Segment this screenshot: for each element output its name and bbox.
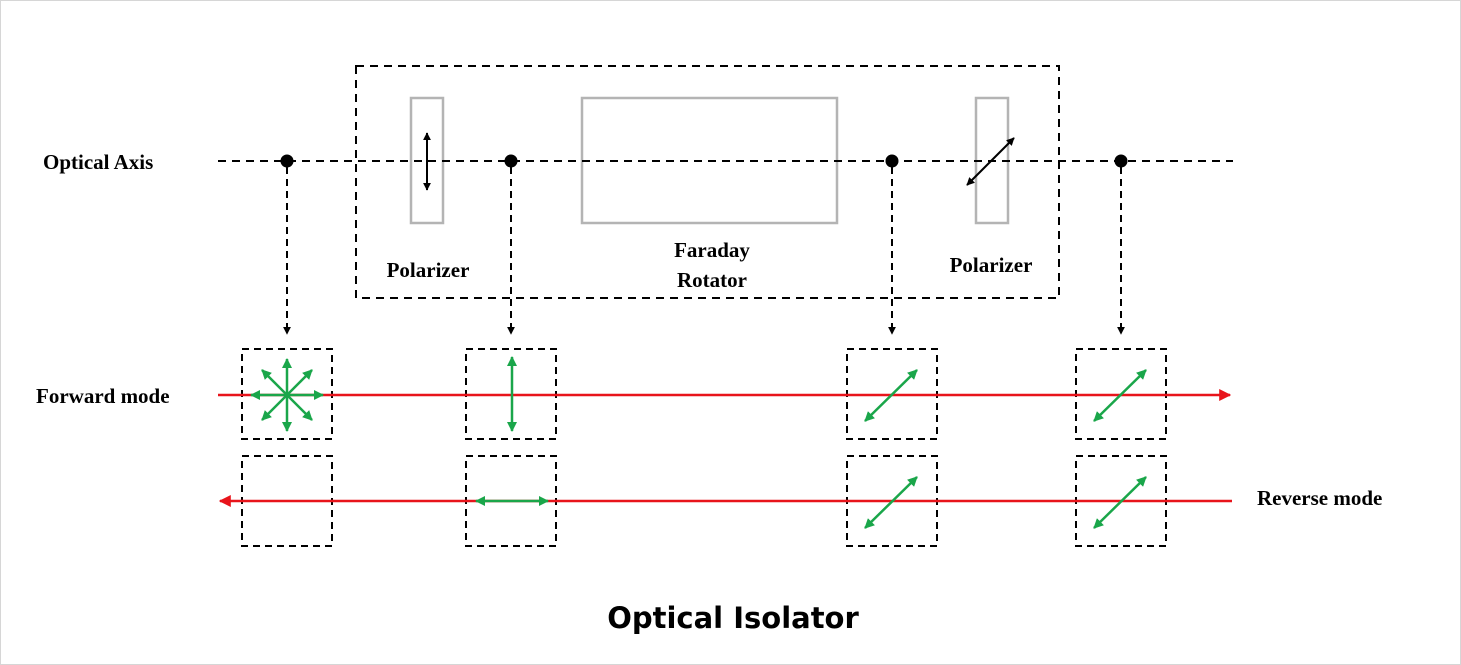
faraday-rotator-label-line2: Rotator — [677, 268, 747, 292]
diagonal-polarization-icon — [1093, 476, 1147, 529]
diagonal-polarization-icon — [864, 476, 918, 529]
right-polarizer-label: Polarizer — [950, 253, 1033, 277]
isolator-housing — [355, 65, 1060, 299]
diagram-title: Optical Isolator — [607, 601, 859, 635]
right-polarizer-axis-arrow — [966, 137, 1015, 186]
diagonal-polarization-icon — [1093, 369, 1147, 422]
diagonal-polarization-icon — [864, 369, 918, 422]
faraday-rotator-label-line1: Faraday — [674, 238, 750, 262]
probe-point-after-rotator — [885, 154, 899, 168]
probe-point-input — [280, 154, 294, 168]
left-polarizer-label: Polarizer — [387, 258, 470, 282]
reverse-mode-label: Reverse mode — [1257, 486, 1382, 510]
unpolarized-light-icon — [250, 358, 324, 432]
probe-point-after-polarizer — [504, 154, 518, 168]
probe-point-output — [1114, 154, 1128, 168]
optical-axis-label: Optical Axis — [43, 150, 153, 174]
forward-mode-label: Forward mode — [36, 384, 170, 408]
